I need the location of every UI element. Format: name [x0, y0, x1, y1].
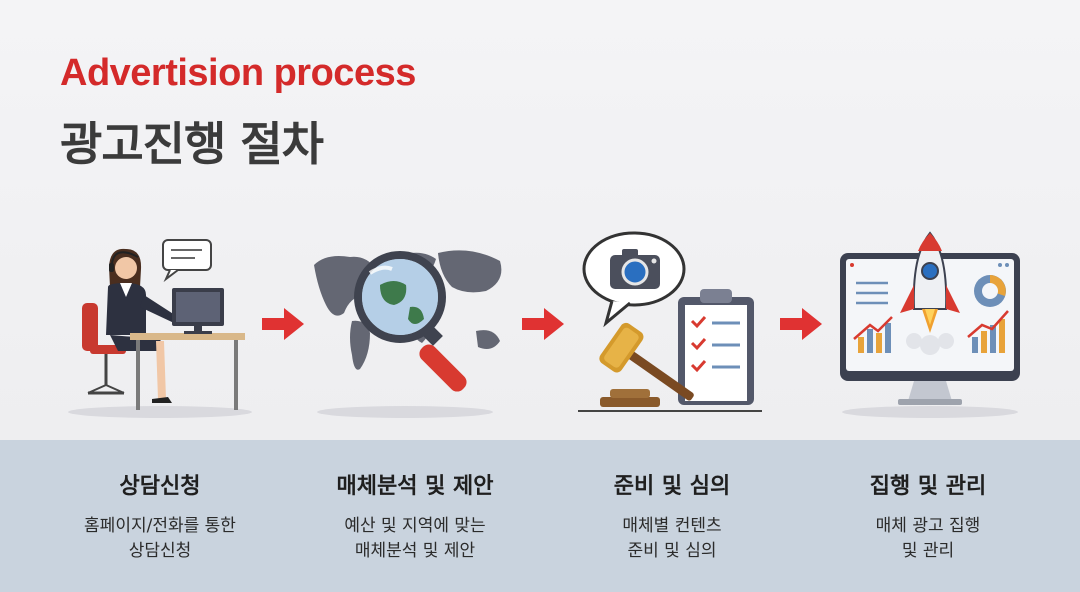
- step-desc-line-2: 준비 및 심의: [627, 541, 717, 561]
- step-desc-line-1: 예산 및 지역에 맞는: [344, 516, 486, 536]
- consultant-icon: [68, 239, 252, 418]
- step-desc-line-1: 홈페이지/전화를 통한: [84, 516, 236, 536]
- step-title: 집행 및 관리: [869, 474, 987, 499]
- rocket-monitor-icon: [840, 231, 1020, 418]
- step-desc-line-2: 매체분석 및 제안: [354, 541, 476, 561]
- step-4: 집행 및 관리 매체 광고 집행 및 관리: [813, 468, 1043, 564]
- arrow-right-icon: [780, 308, 822, 340]
- steps-band: [0, 440, 1080, 592]
- arrow-right-icon: [262, 308, 304, 340]
- step-title: 상담신청: [119, 474, 201, 499]
- step-desc-line-1: 매체별 컨텐츠: [622, 516, 722, 536]
- title-ko: 광고진행 절차: [60, 117, 324, 171]
- step-1: 상담신청 홈페이지/전화를 통한 상담신청: [45, 468, 275, 564]
- title-en: Advertision process: [60, 52, 416, 94]
- step-title: 매체분석 및 제안: [336, 474, 494, 499]
- world-map-magnifier-icon: [314, 250, 502, 418]
- arrow-right-icon: [522, 308, 564, 340]
- gavel-checklist-icon: [578, 231, 762, 412]
- step-title: 준비 및 심의: [613, 474, 731, 499]
- step-desc-line-2: 및 관리: [901, 541, 955, 561]
- step-desc-line-2: 상담신청: [128, 541, 192, 561]
- step-desc-line-1: 매체 광고 집행: [875, 516, 981, 536]
- step-2: 매체분석 및 제안 예산 및 지역에 맞는 매체분석 및 제안: [300, 468, 530, 564]
- step-3: 준비 및 심의 매체별 컨텐츠 준비 및 심의: [557, 468, 787, 564]
